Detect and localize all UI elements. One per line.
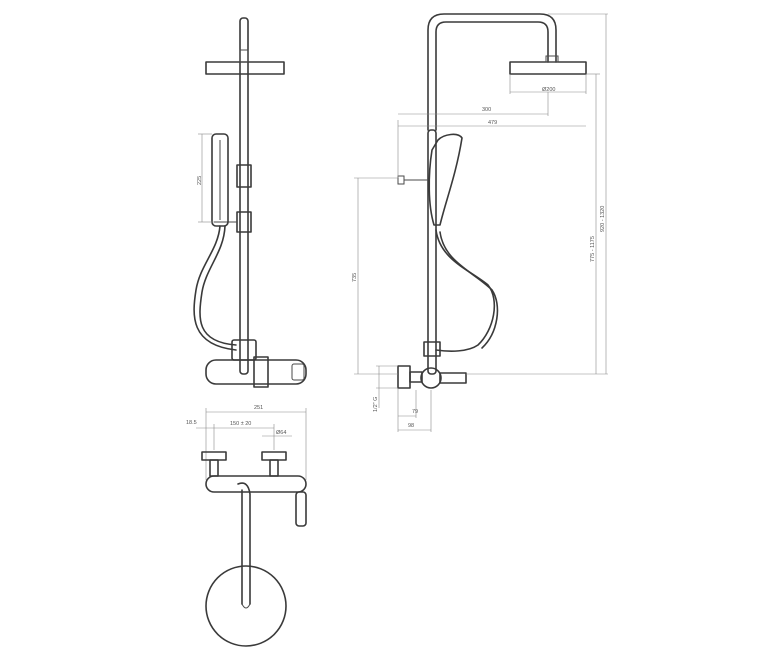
top-riser-elbow (237, 482, 251, 605)
front-mixer-body (205, 359, 307, 385)
dim-depth-98: 98 (408, 423, 414, 429)
side-head-connector (545, 55, 559, 63)
front-hose-inner (199, 225, 237, 346)
side-hose (435, 229, 496, 352)
side-view: 775 - 1175 920 - 1320 Ø200 300 479 735 1… (352, 13, 608, 432)
dim-hand-shower-225: 225 (197, 176, 203, 185)
top-mixer-knob (295, 491, 307, 527)
side-hose-inner (439, 231, 499, 349)
side-wall-flange (397, 365, 411, 389)
side-wall-bracket (397, 175, 405, 185)
front-slider-upper (236, 164, 252, 188)
dim-arm-300: 300 (482, 107, 491, 113)
top-stub-left (209, 459, 219, 477)
dim-height-range-2: 920 - 1320 (600, 206, 606, 232)
front-shower-head (205, 61, 285, 75)
dim-connection: 1/2" G (373, 397, 379, 412)
front-view: 225 (193, 17, 307, 388)
side-shower-head (509, 61, 587, 75)
side-hand-shower (428, 133, 463, 226)
top-stub-right (269, 459, 279, 477)
top-shower-head (205, 565, 287, 647)
dim-width-251: 251 (254, 405, 263, 411)
front-slider-lower (236, 211, 252, 233)
dim-centers: 150 ± 20 (230, 421, 251, 427)
dim-height-range-1: 775 - 1175 (590, 236, 596, 262)
front-riser-pipe (239, 17, 249, 375)
dim-outlet-diameter: Ø64 (276, 430, 286, 436)
dim-head-diameter: Ø200 (542, 87, 555, 93)
side-connector (409, 371, 423, 383)
side-diverter (423, 341, 441, 357)
front-head-connector (239, 49, 249, 63)
side-riser-pipe (427, 129, 437, 375)
front-mixer-center (253, 356, 269, 388)
top-connector-left (201, 451, 227, 461)
dim-arm-479: 479 (488, 120, 497, 126)
top-connector-right (261, 451, 287, 461)
side-mixer-knob (439, 372, 467, 384)
side-mixer-body (420, 367, 442, 389)
top-mixer-body (205, 475, 307, 493)
dim-offset-18-5: 18.5 (186, 420, 197, 426)
side-shower-arm-inner (435, 21, 549, 131)
dim-height-735: 735 (352, 273, 358, 282)
dim-depth-79: 79 (412, 409, 418, 415)
front-mixer-knob (291, 363, 305, 381)
side-shower-arm (427, 13, 557, 131)
top-view: 251 18.5 150 ± 20 Ø64 (186, 405, 307, 647)
front-hose (193, 225, 237, 351)
